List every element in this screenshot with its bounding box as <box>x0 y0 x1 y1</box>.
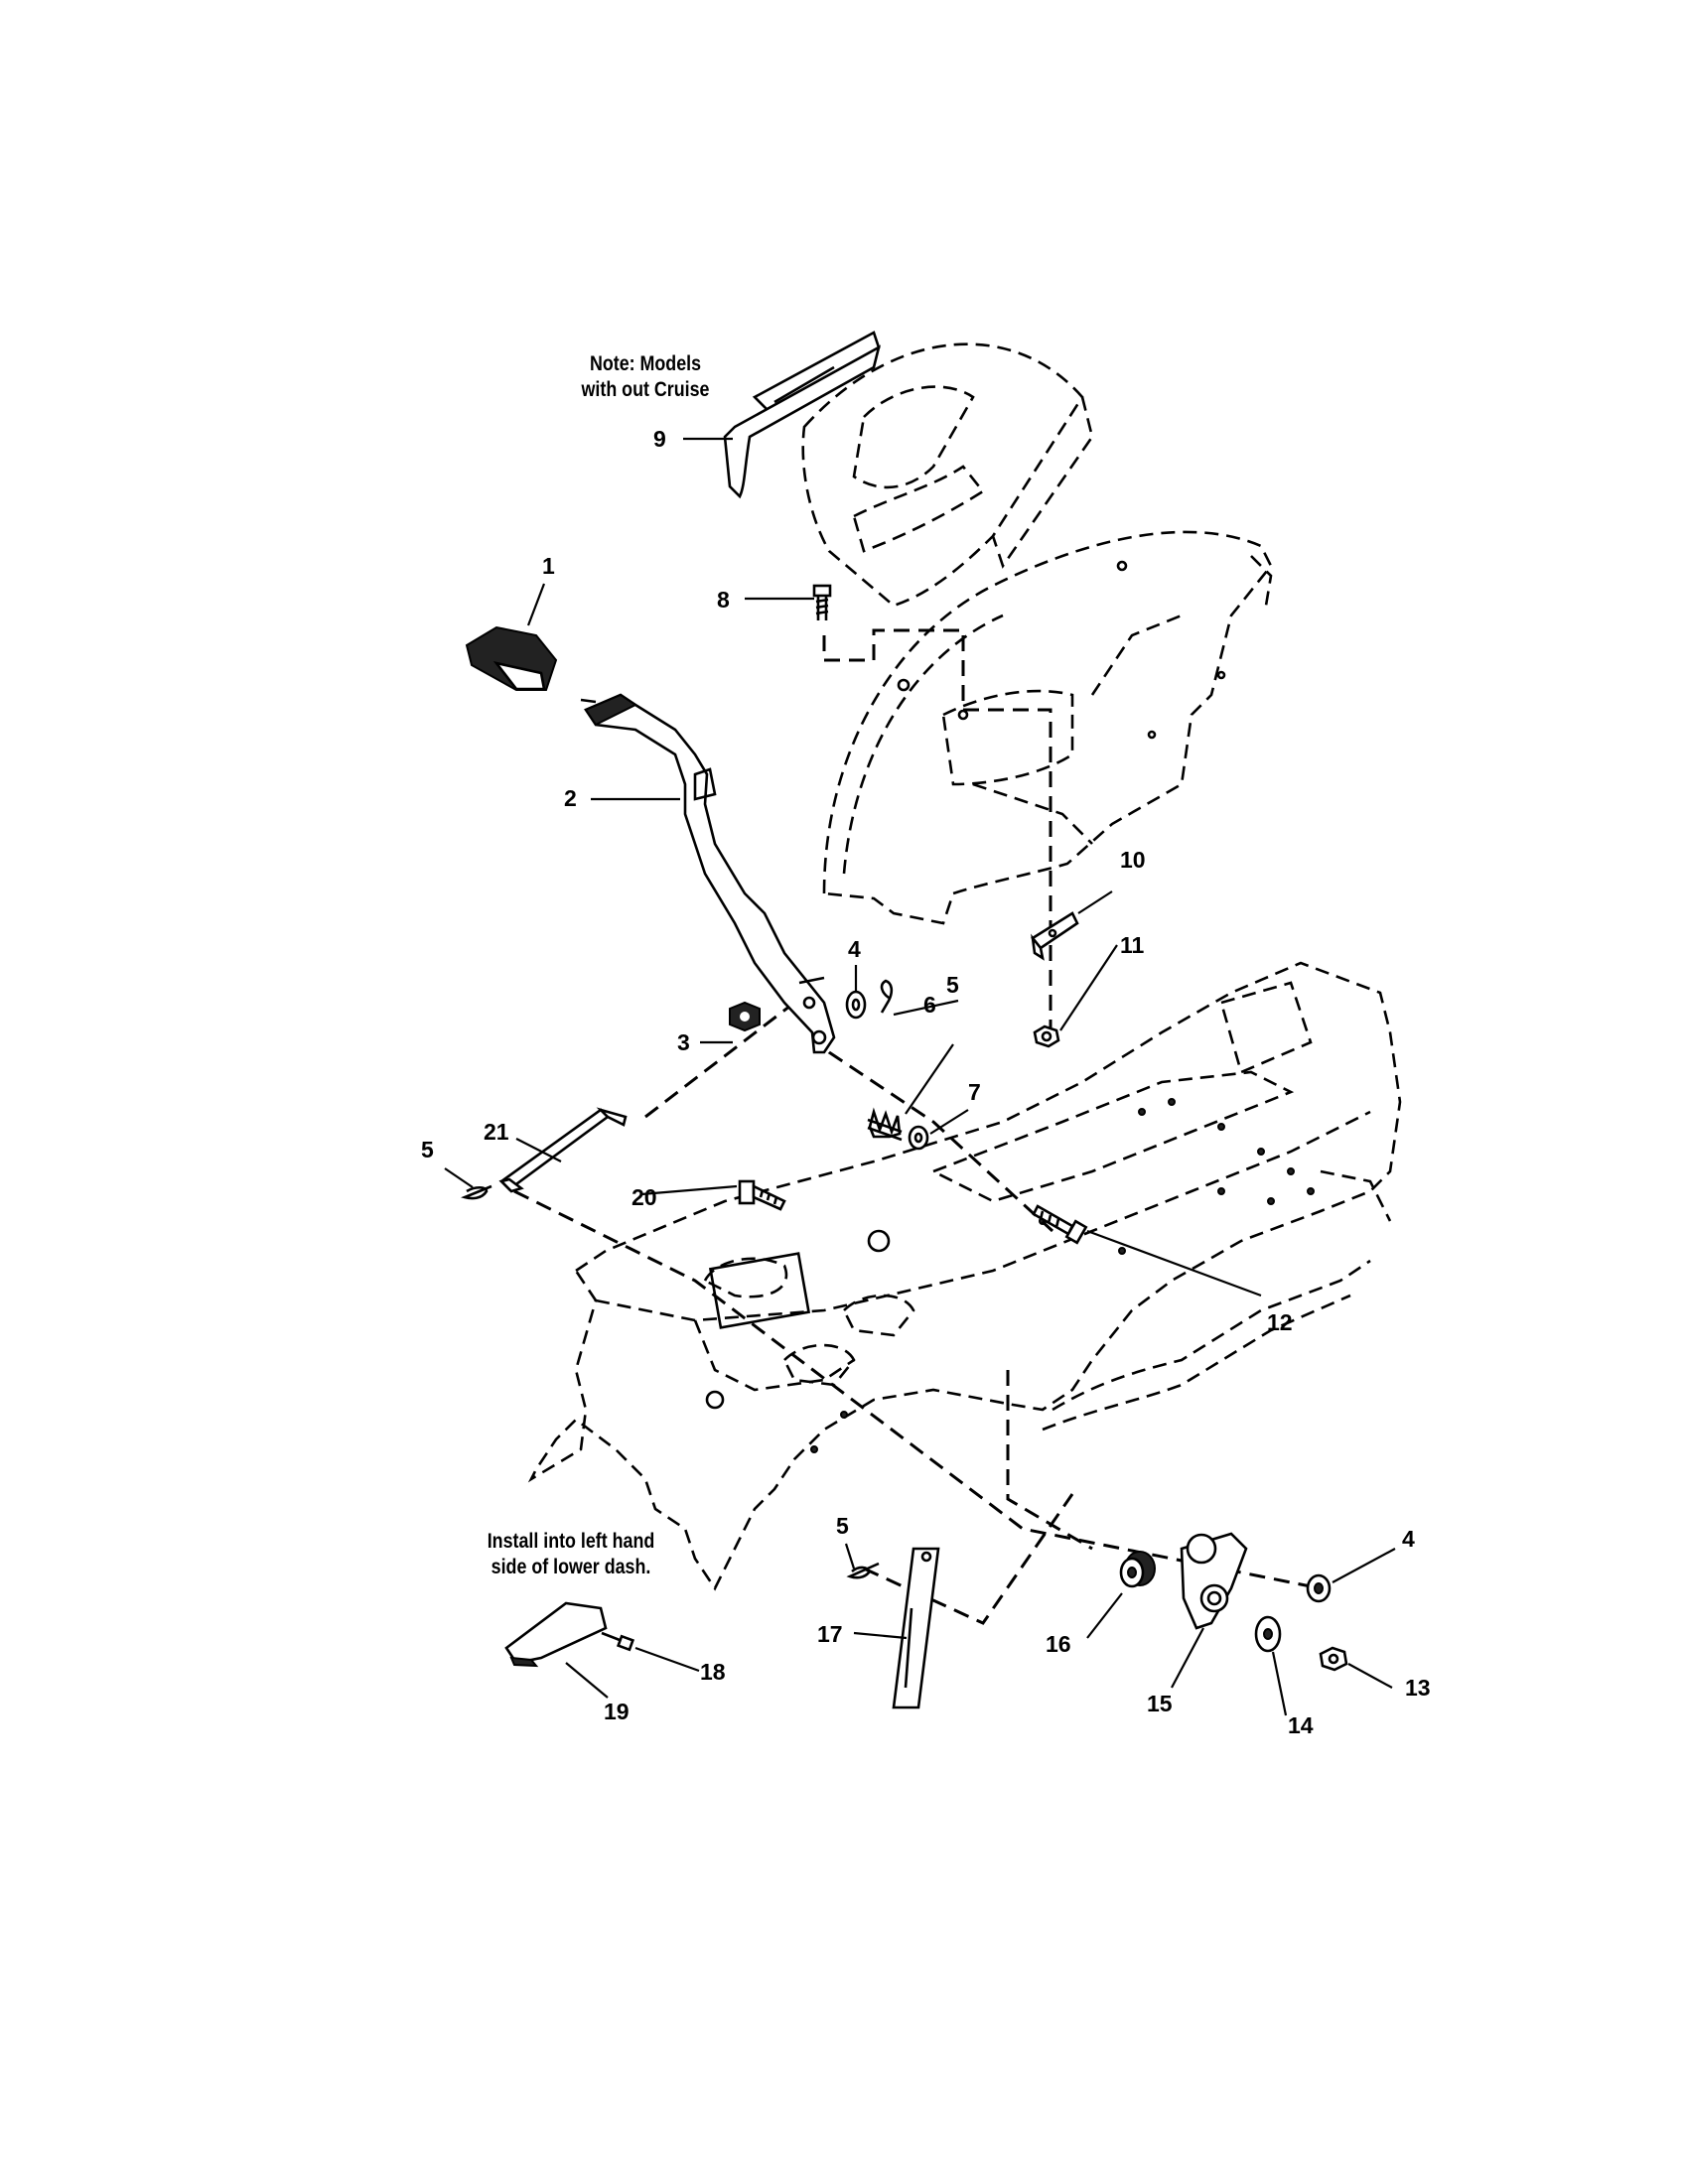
part-8-screw <box>812 584 832 620</box>
callout-5-top: 5 <box>946 972 959 998</box>
part-9-dash-trim <box>723 331 881 499</box>
callout-5-bottom: 5 <box>836 1513 849 1539</box>
callout-20: 20 <box>632 1184 657 1210</box>
part-5-cotter-pin-a <box>880 979 894 1014</box>
note-models-without-cruise: Note: Models with out Cruise <box>570 351 722 403</box>
part-4-washer-top <box>845 990 867 1020</box>
note-line: side of lower dash. <box>491 1556 651 1578</box>
part-12-bolt <box>1032 1204 1088 1245</box>
callout-9: 9 <box>653 426 666 452</box>
part-17-slotted-link <box>892 1547 940 1709</box>
part-6-spring <box>867 1107 903 1142</box>
callouts: 1 2 3 4 5 6 7 8 9 10 11 12 4 13 14 15 16… <box>421 426 1431 1738</box>
callout-11: 11 <box>1120 932 1145 958</box>
callout-1: 1 <box>542 553 555 579</box>
callout-14: 14 <box>1288 1712 1314 1738</box>
callout-5-left: 5 <box>421 1137 434 1162</box>
note-line: Note: Models <box>589 352 702 375</box>
part-19-clip <box>504 1601 608 1668</box>
dash-panel <box>801 342 1094 608</box>
part-15-bracket <box>1180 1532 1248 1630</box>
part-16-bushing <box>1119 1551 1156 1588</box>
callout-17: 17 <box>817 1621 843 1647</box>
part-18-screw <box>601 1631 635 1652</box>
callout-6: 6 <box>923 992 936 1018</box>
note-line: Install into left hand <box>487 1530 655 1553</box>
part-14-washer <box>1254 1615 1282 1653</box>
callout-18: 18 <box>700 1659 726 1685</box>
callout-21: 21 <box>484 1119 509 1145</box>
callout-8: 8 <box>717 587 730 613</box>
callout-3: 3 <box>677 1029 690 1055</box>
callout-7: 7 <box>968 1079 981 1105</box>
fender-panel <box>822 530 1273 925</box>
part-1-knob <box>465 625 558 691</box>
callout-4-bottom: 4 <box>1402 1526 1415 1552</box>
callout-4-top: 4 <box>848 936 861 962</box>
part-3-nut <box>729 1001 761 1032</box>
callout-15: 15 <box>1147 1691 1173 1716</box>
note-install-left-hand: Install into left hand side of lower das… <box>457 1529 685 1580</box>
part-5-cotter-pin-c <box>846 1562 880 1579</box>
callout-10: 10 <box>1120 847 1146 873</box>
part-21-rod <box>498 1107 628 1193</box>
part-20-bolt <box>738 1179 786 1211</box>
callout-19: 19 <box>604 1699 630 1724</box>
tractor-frame <box>527 961 1402 1591</box>
leader-lines <box>444 437 1396 1716</box>
part-13-nut <box>1319 1646 1348 1672</box>
callout-13: 13 <box>1405 1675 1431 1701</box>
part-11-nut <box>1033 1024 1060 1048</box>
part-10-bracket <box>1031 911 1079 961</box>
note-line: with out Cruise <box>581 378 710 401</box>
assembly-lines <box>513 628 1322 1625</box>
callout-16: 16 <box>1046 1631 1071 1657</box>
part-4-washer-bottom <box>1306 1573 1332 1603</box>
part-5-cotter-pin-b <box>461 1184 492 1200</box>
part-7-washer <box>908 1125 929 1151</box>
callout-2: 2 <box>564 785 577 811</box>
part-2-lever <box>580 693 836 1054</box>
callout-12: 12 <box>1267 1309 1293 1335</box>
